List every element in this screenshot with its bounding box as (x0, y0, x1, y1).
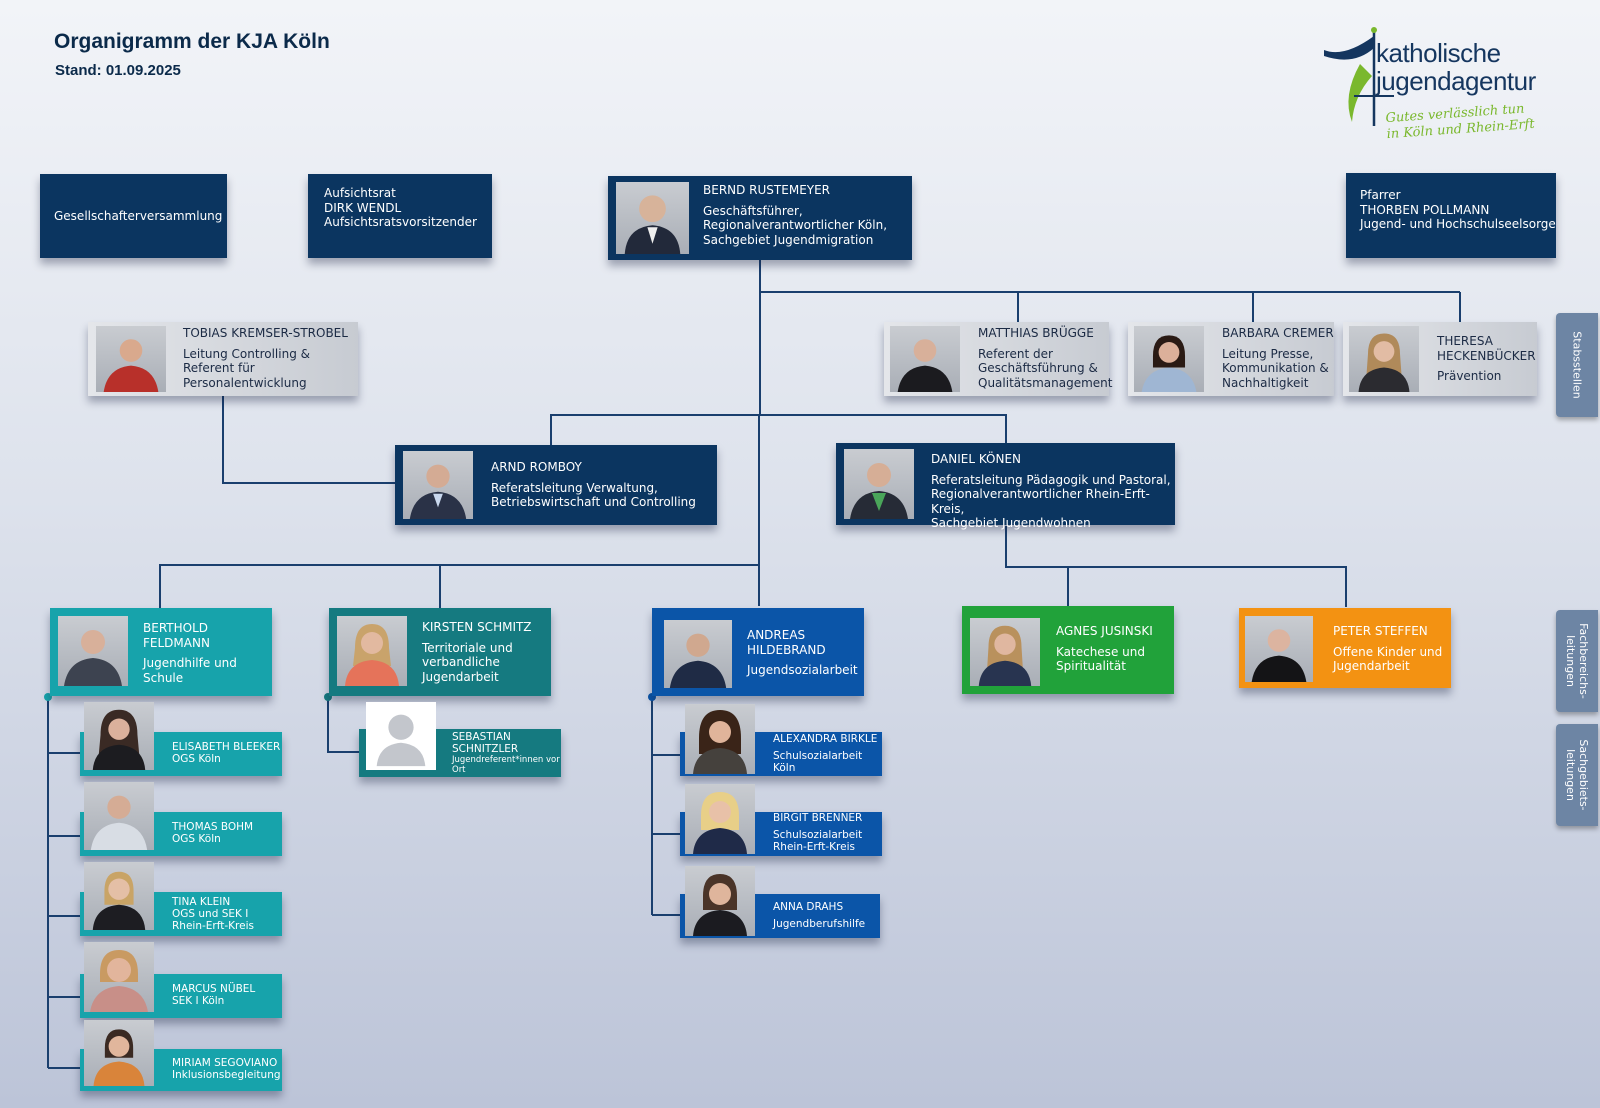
avatar (685, 704, 755, 774)
staff-box-bruegge[interactable]: MATTHIAS BRÜGGE Referent der Geschäftsfü… (884, 322, 1113, 396)
box-text: TOBIAS KREMSER-STROBEL Leitung Controlli… (183, 326, 348, 390)
tab-sachgebietsleitungen[interactable]: Sachgebiets- leitungen (1556, 724, 1598, 826)
line (327, 697, 362, 753)
avatar (96, 326, 166, 392)
tab-fachbereichsleitungen[interactable]: Fachbereichs- leitungen (1556, 610, 1598, 712)
line (222, 396, 395, 484)
avatar (890, 326, 960, 392)
box-text: MARCUS NÜBEL SEK I Köln (172, 983, 256, 1007)
page-title: Organigramm der KJA Köln (54, 30, 330, 53)
box-label: Gesellschafterversammlung (54, 209, 223, 223)
avatar (403, 451, 473, 519)
avatar (1349, 326, 1419, 392)
box-text: MIRIAM SEGOVIANO Inklusionsbegleitung (172, 1057, 281, 1081)
box-text: PETER STEFFEN Offene Kinder und Jugendar… (1333, 624, 1443, 673)
kja-logo: katholische jugendagentur Gutes verlässl… (1320, 26, 1560, 146)
line (550, 414, 1007, 445)
avatar (616, 182, 689, 254)
box-text: TINA KLEIN OGS und SEK I Rhein-Erft-Krei… (172, 896, 254, 932)
fach-box-feldmann[interactable]: BERTHOLD FELDMANN Jugendhilfe und Schule (50, 608, 272, 696)
stand-date: Stand: 01.09.2025 (55, 62, 181, 79)
avatar (685, 784, 755, 854)
pfarrer-box[interactable]: Pfarrer THORBEN POLLMANN Jugend- und Hoc… (1346, 173, 1556, 258)
avatar (84, 1020, 154, 1086)
tab-label: Sachgebiets- leitungen (1564, 739, 1590, 811)
line (1005, 526, 1347, 607)
staff-box-kremser-strobel[interactable]: TOBIAS KREMSER-STROBEL Leitung Controlli… (88, 322, 358, 396)
referat-box-koenen[interactable]: DANIEL KÖNEN Referatsleitung Pädagogik u… (836, 443, 1175, 530)
avatar (84, 942, 154, 1012)
avatar (58, 616, 128, 686)
staff-box-heckenbuecker[interactable]: THERESA HECKENBÜCKER Prävention (1343, 322, 1537, 396)
gesellschafterversammlung-box[interactable]: Gesellschafterversammlung (40, 174, 227, 258)
box-text: BERTHOLD FELDMANN Jugendhilfe und Schule (143, 621, 237, 685)
box-text: ANNA DRAHS Jugendberufshilfe (773, 901, 866, 930)
fach-box-schmitz[interactable]: KIRSTEN SCHMITZ Territoriale und verband… (329, 608, 551, 696)
box-text: Pfarrer THORBEN POLLMANN Jugend- und Hoc… (1360, 188, 1556, 231)
logo-mark-icon (1324, 27, 1394, 126)
logo-tagline: Gutes verlässlich tun in Köln und Rhein-… (1385, 101, 1536, 143)
avatar (664, 620, 732, 688)
tab-stabsstellen[interactable]: Stabsstellen (1556, 313, 1598, 417)
box-text: BERND RUSTEMEYER Geschäftsführer, Region… (703, 183, 888, 247)
box-text: ALEXANDRA BIRKLE Schulsozialarbeit Köln (773, 733, 878, 774)
avatar (337, 616, 407, 686)
avatar (84, 702, 154, 770)
box-text: ARND ROMBOY Referatsleitung Verwaltung, … (491, 460, 696, 509)
referat-box-romboy[interactable]: ARND ROMBOY Referatsleitung Verwaltung, … (395, 445, 717, 525)
avatar (970, 618, 1040, 686)
ceo-box[interactable]: BERND RUSTEMEYER Geschäftsführer, Region… (608, 176, 912, 260)
avatar (84, 862, 154, 930)
avatar-placeholder-icon (366, 702, 436, 770)
logo-text-line1: katholische (1376, 38, 1501, 68)
aufsichtsrat-box[interactable]: Aufsichtsrat DIRK WENDL Aufsichtsratsvor… (308, 174, 492, 258)
avatar (844, 449, 914, 519)
box-text: BIRGIT BRENNER Schulsozialarbeit Rhein-E… (773, 812, 863, 853)
avatar (1245, 616, 1313, 682)
box-text: KIRSTEN SCHMITZ Territoriale und verband… (422, 620, 532, 684)
box-text: DANIEL KÖNEN Referatsleitung Pädagogik u… (931, 452, 1171, 530)
box-text: THOMAS BOHM OGS Köln (172, 821, 254, 845)
box-text: ANDREAS HILDEBRAND Jugendsozialarbeit (747, 628, 858, 677)
box-text: BARBARA CREMER Leitung Presse, Kommunika… (1222, 326, 1334, 390)
box-text: THERESA HECKENBÜCKER Prävention (1437, 334, 1536, 383)
box-text: ELISABETH BLEEKER OGS Köln (172, 741, 281, 765)
avatar (84, 782, 154, 850)
staff-box-cremer[interactable]: BARBARA CREMER Leitung Presse, Kommunika… (1128, 322, 1334, 396)
box-text: SEBASTIAN SCHNITZLER Jugendreferent*inne… (452, 731, 560, 775)
box-text: MATTHIAS BRÜGGE Referent der Geschäftsfü… (978, 326, 1113, 390)
fach-box-steffen[interactable]: PETER STEFFEN Offene Kinder und Jugendar… (1239, 608, 1451, 688)
logo-text-line2: jugendagentur (1376, 66, 1536, 96)
fach-box-jusinski[interactable]: AGNES JUSINSKI Katechese und Spiritualit… (962, 606, 1174, 694)
box-text: Aufsichtsrat DIRK WENDL Aufsichtsratsvor… (324, 186, 477, 229)
tab-label: Fachbereichs- leitungen (1564, 623, 1590, 699)
fach-box-hildebrand[interactable]: ANDREAS HILDEBRAND Jugendsozialarbeit (652, 608, 864, 696)
box-text: AGNES JUSINSKI Katechese und Spiritualit… (1056, 624, 1153, 673)
avatar (685, 866, 755, 936)
line (159, 564, 759, 608)
avatar (1134, 326, 1204, 392)
